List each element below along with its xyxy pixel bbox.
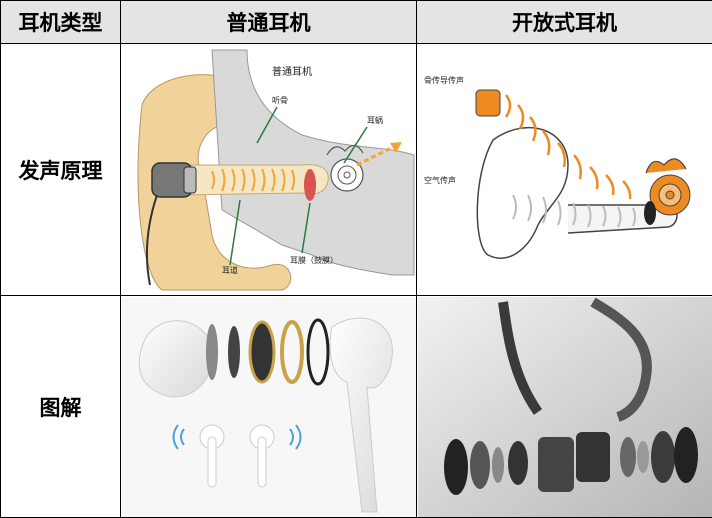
bone-conduction-illustration: 骨传导传声 空气传声 <box>418 45 712 295</box>
open-earphone-exploded <box>417 296 712 518</box>
ordinary-ear-diagram: 普通耳机 听骨 耳蜗 耳道 耳膜（鼓膜） <box>121 44 417 296</box>
header-type: 耳机类型 <box>1 1 121 44</box>
row-illustration: 图解 <box>1 296 712 518</box>
ordinary-earphone-exploded <box>121 296 417 518</box>
label-bone: 听骨 <box>272 96 288 105</box>
label-bone-conduction: 骨传导传声 <box>424 75 464 85</box>
header-row: 耳机类型 普通耳机 开放式耳机 <box>1 1 712 44</box>
label-canal: 耳道 <box>222 265 238 275</box>
earbud-exploded-image <box>122 297 416 517</box>
diagram-title: 普通耳机 <box>272 65 312 78</box>
bone-conduction-exploded-image <box>418 297 712 517</box>
label-cochlea: 耳蜗 <box>367 115 383 125</box>
label-eardrum: 耳膜（鼓膜） <box>290 255 338 265</box>
ear-canal-illustration: 普通耳机 听骨 耳蜗 耳道 耳膜（鼓膜） <box>122 45 416 295</box>
row-label-illustration: 图解 <box>1 296 121 518</box>
row-principle: 发声原理 <box>1 44 712 296</box>
header-ordinary: 普通耳机 <box>121 1 417 44</box>
header-open: 开放式耳机 <box>417 1 712 44</box>
label-air-conduction: 空气传声 <box>424 175 456 185</box>
bone-conduction-speaker-icon <box>476 90 500 116</box>
open-ear-diagram: 骨传导传声 空气传声 <box>417 44 712 296</box>
row-label-principle: 发声原理 <box>1 44 121 296</box>
